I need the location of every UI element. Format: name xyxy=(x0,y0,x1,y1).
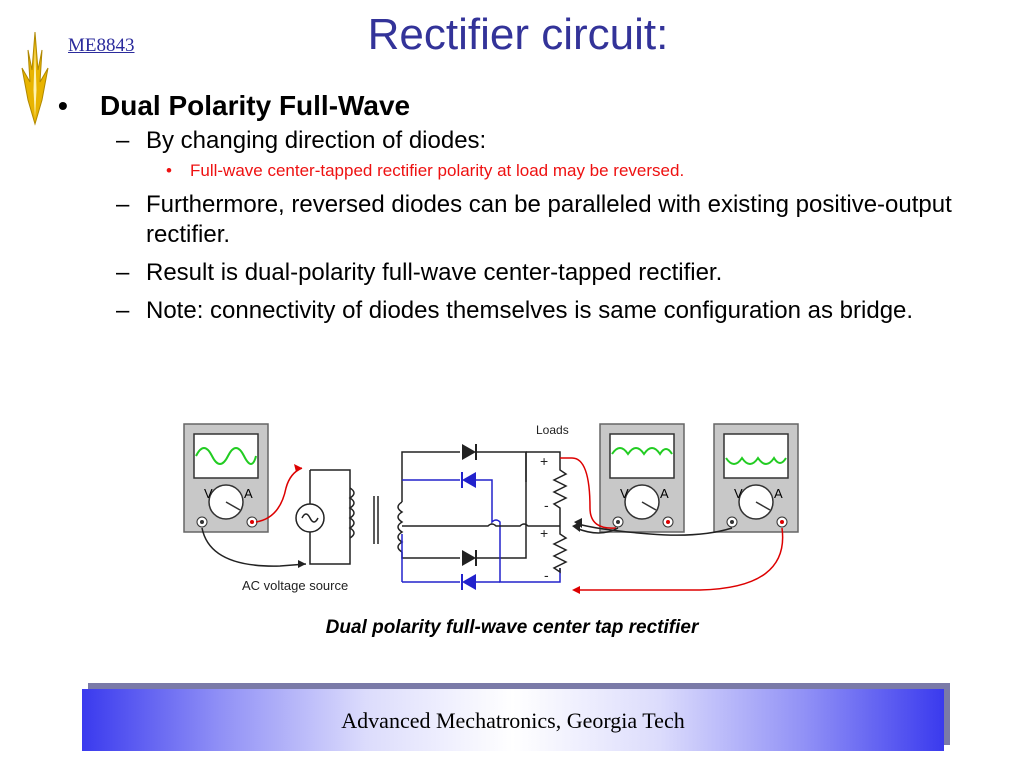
meter-v-label: V xyxy=(620,486,629,501)
load-resistor-upper xyxy=(552,458,568,526)
sub-sub-bullet-text: Full-wave center-tapped rectifier polari… xyxy=(190,161,685,180)
georgia-tech-flame-logo xyxy=(21,31,49,126)
sub-bullet: – Note: connectivity of diodes themselve… xyxy=(58,296,988,326)
negative-rectified-trace xyxy=(725,456,787,465)
left-meter: V A xyxy=(183,423,269,533)
rectifier-circuit-diagram: V A AC voltage source Loads + - + - xyxy=(183,423,799,594)
course-code: ME8843 xyxy=(68,35,135,56)
sub-bullet: – By changing direction of diodes: xyxy=(58,126,988,156)
diode-bottom-negative xyxy=(462,574,476,590)
dash-marker: – xyxy=(116,127,130,154)
slide-content: • Dual Polarity Full-Wave – By changing … xyxy=(58,90,988,326)
ac-source-label: AC voltage source xyxy=(242,578,348,593)
load-upper-minus: - xyxy=(544,497,549,513)
bullet-marker: • xyxy=(58,90,68,121)
heading-text: Dual Polarity Full-Wave xyxy=(100,90,411,121)
footer-bar xyxy=(82,689,944,751)
meter-v-label: V xyxy=(204,486,213,501)
secondary-coil xyxy=(397,501,404,553)
primary-coil xyxy=(348,487,355,539)
meter-a-label: A xyxy=(244,486,253,501)
sub-bullet: – Furthermore, reversed diodes can be pa… xyxy=(58,190,988,250)
slide-title: Rectifier circuit: xyxy=(367,10,669,59)
dash-marker: – xyxy=(116,297,130,324)
load-resistor-lower xyxy=(552,526,568,574)
sub-sub-bullet: • Full-wave center-tapped rectifier pola… xyxy=(58,160,988,182)
right-meter: V A xyxy=(713,423,799,533)
meter-a-label: A xyxy=(660,486,669,501)
dash-marker: – xyxy=(116,259,130,286)
heading-bullet: • Dual Polarity Full-Wave xyxy=(58,90,988,122)
sub-bullet-text: Result is dual-polarity full-wave center… xyxy=(146,259,723,286)
loads-label: Loads xyxy=(536,423,569,437)
figure-caption: Dual polarity full-wave center tap recti… xyxy=(325,617,699,638)
ac-sine-trace xyxy=(195,447,257,465)
sub-bullet-text: Furthermore, reversed diodes can be para… xyxy=(146,191,952,248)
load-lower-minus: - xyxy=(544,567,549,583)
footer-text: Advanced Mechatronics, Georgia Tech xyxy=(341,708,685,733)
sub-bullet-text: Note: connectivity of diodes themselves … xyxy=(146,297,914,324)
diode-bottom-positive xyxy=(462,550,476,566)
diode-top-positive xyxy=(462,444,476,460)
dash-marker: – xyxy=(116,191,130,218)
bullet-marker: • xyxy=(166,161,172,180)
sub-bullet: – Result is dual-polarity full-wave cent… xyxy=(58,258,988,288)
load-lower-plus: + xyxy=(540,525,548,541)
meter-v-label: V xyxy=(734,486,743,501)
meter-a-label: A xyxy=(774,486,783,501)
sub-bullet-text: By changing direction of diodes: xyxy=(146,127,487,154)
diode-top-negative xyxy=(462,472,476,488)
load-upper-plus: + xyxy=(540,453,548,469)
positive-rectified-trace xyxy=(611,447,673,456)
middle-meter: V A xyxy=(599,423,685,533)
